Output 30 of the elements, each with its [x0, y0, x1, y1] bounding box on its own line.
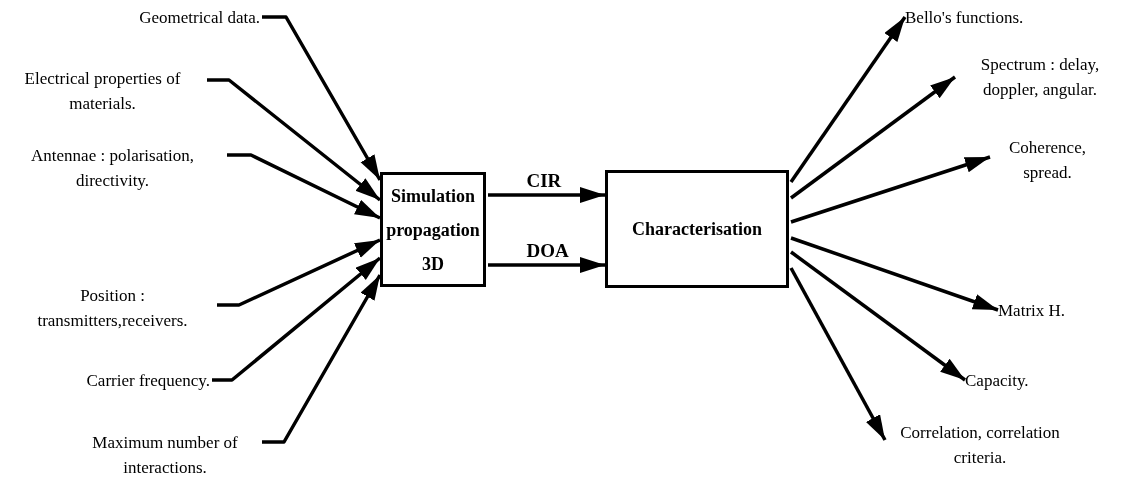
item-label: Spectrum : delay, doppler, angular.	[979, 54, 1101, 101]
arrow	[488, 187, 605, 203]
item-label: Maximum number of interactions.	[91, 432, 239, 477]
box-label: Characterisation	[632, 218, 762, 241]
item-label: Bello's functions.	[905, 6, 1024, 29]
process-box	[380, 172, 486, 287]
arrow	[789, 250, 967, 382]
item-label: Geometrical data.	[139, 6, 260, 29]
item-label: Electrical properties of materials.	[23, 68, 182, 115]
item-label: Carrier frequency.	[86, 369, 210, 392]
arrow	[207, 78, 382, 202]
arrow	[217, 238, 381, 307]
item-label: Antennae : polarisation, directivity.	[30, 145, 195, 192]
arrow	[227, 153, 381, 220]
item-label: Capacity.	[965, 369, 1029, 392]
arrow	[789, 267, 887, 441]
box-label: Simulation propagation 3D	[385, 184, 481, 276]
item-label: Correlation, correlation criteria.	[899, 422, 1061, 469]
item-label: Coherence, spread.	[1008, 137, 1087, 184]
arrow	[212, 256, 382, 382]
arrow	[790, 155, 991, 224]
arrow	[488, 257, 605, 273]
arrow	[789, 16, 907, 183]
arrow	[789, 75, 957, 200]
process-box	[605, 170, 789, 288]
item-label: Position : transmitters,receivers.	[36, 285, 189, 332]
item-label: Matrix H.	[998, 299, 1066, 322]
arrow	[790, 236, 999, 312]
arrow	[262, 15, 382, 181]
arrow	[262, 274, 382, 444]
